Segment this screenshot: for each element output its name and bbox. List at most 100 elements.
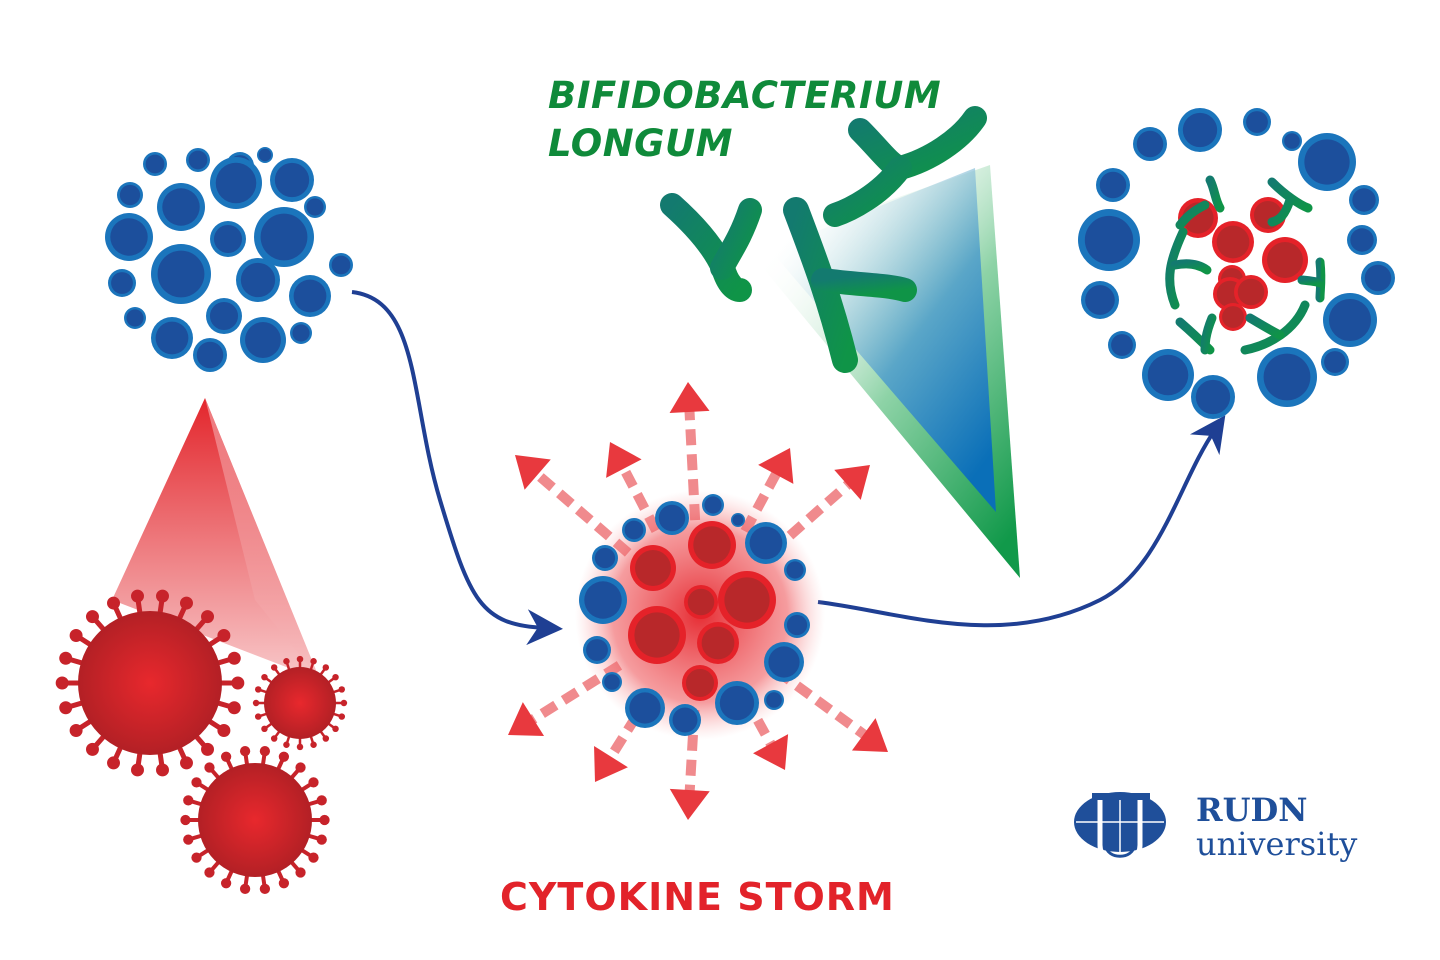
immune-cell (1081, 281, 1119, 319)
cytokine-storm-cluster (579, 494, 810, 736)
immune-cell (151, 317, 193, 359)
bacterium-shape (1165, 227, 1188, 310)
immune-cell (1096, 168, 1130, 202)
immune-cell (257, 147, 273, 163)
immune-cell (210, 221, 246, 257)
immune-cell (210, 157, 262, 209)
rudn-logo-subtitle: university (1196, 825, 1358, 863)
virus-group (55, 589, 348, 894)
immune-cell (784, 559, 806, 581)
immune-cell (254, 207, 314, 267)
healthy-cell-cluster (105, 147, 353, 372)
immune-cell (579, 576, 627, 624)
calmed-cell (1234, 275, 1268, 309)
immune-cell (117, 182, 143, 208)
immune-cell (304, 196, 326, 218)
flow-arrow-to-storm (351, 290, 563, 646)
immune-cell (240, 317, 286, 363)
virus-large (55, 589, 245, 777)
immune-cell (592, 545, 618, 571)
inflamed-cell (688, 521, 736, 569)
resolved-cluster (1078, 108, 1395, 419)
immune-cell (289, 275, 331, 317)
bacterium-shape (1267, 195, 1295, 227)
cytokine-arrow (508, 661, 623, 737)
immune-cell (669, 704, 701, 736)
immune-cell (270, 158, 314, 202)
immune-cell (1361, 261, 1395, 295)
immune-cell (186, 148, 210, 172)
immune-cell (1282, 131, 1302, 151)
inflamed-cell (630, 545, 676, 591)
immune-cell (1347, 225, 1377, 255)
immune-cell (193, 338, 227, 372)
virus-beam (112, 398, 320, 680)
immune-cell (745, 522, 787, 564)
bacteria-group (660, 106, 987, 373)
immune-cell (625, 688, 665, 728)
immune-cell (715, 681, 759, 725)
inflamed-cell (684, 585, 718, 619)
immune-cell (108, 269, 136, 297)
immune-cell (764, 690, 784, 710)
immune-cell (702, 494, 724, 516)
immune-cell (583, 636, 611, 664)
cytokine-arrow (773, 666, 888, 752)
immune-cell (1298, 133, 1356, 191)
calmed-cell (1262, 237, 1308, 283)
flow-arrow-to-resolved (817, 415, 1226, 628)
bacterium-shape (1205, 175, 1225, 213)
immune-cell (1349, 185, 1379, 215)
bacterium-label: BIFIDOBACTERIUM LONGUM (548, 72, 941, 168)
rudn-logo-name: RUDN (1196, 791, 1308, 829)
cytokine-arrow (767, 465, 870, 556)
immune-cell (290, 322, 312, 344)
calmed-cell (1219, 303, 1247, 331)
bacterium-shape (1200, 313, 1217, 355)
bacterium-label-line2: LONGUM (548, 122, 733, 165)
immune-cell (1133, 127, 1167, 161)
immune-cell (655, 501, 689, 535)
immune-cell (143, 152, 167, 176)
immune-cell (764, 642, 804, 682)
bacterium-shape (823, 156, 912, 227)
immune-cell (206, 298, 242, 334)
immune-cell (1191, 375, 1235, 419)
immune-cell (731, 513, 745, 527)
bacterium-shape (1170, 259, 1212, 275)
virus-medium (180, 746, 330, 894)
immune-cell (602, 672, 622, 692)
immune-cell (1257, 347, 1317, 407)
inflamed-cell (682, 665, 718, 701)
immune-cell (1142, 349, 1194, 401)
immune-cell (1178, 108, 1222, 152)
cytokine-storm-label: CYTOKINE STORM (500, 875, 895, 919)
rudn-logo-emblem (1074, 792, 1166, 865)
cytokine-arrow (669, 382, 710, 521)
inflamed-cell (628, 606, 686, 664)
bacterium-shape (710, 198, 762, 280)
calmed-cell (1212, 221, 1254, 263)
immune-cell (236, 258, 280, 302)
bacterium-shape (1245, 313, 1285, 340)
immune-cell (784, 612, 810, 638)
virus-small (252, 655, 348, 751)
inflamed-cell (718, 571, 776, 629)
immune-cell (1321, 348, 1349, 376)
immune-cell (1078, 209, 1140, 271)
immune-cell (1323, 293, 1377, 347)
bacterium-shape (811, 268, 917, 302)
cytokine-arrow (515, 455, 632, 557)
immune-cell (622, 518, 646, 542)
immune-cell (1243, 108, 1271, 136)
bacterium-shape (1297, 275, 1325, 288)
immune-cell (157, 183, 205, 231)
immune-cell (105, 213, 153, 261)
inflamed-cell (697, 622, 739, 664)
immune-cell (329, 253, 353, 277)
bacterium-label-line1: BIFIDOBACTERIUM (548, 74, 942, 117)
immune-cell (1108, 331, 1136, 359)
immune-cell (151, 244, 211, 304)
rudn-logo-text: RUDN university (1196, 793, 1357, 861)
